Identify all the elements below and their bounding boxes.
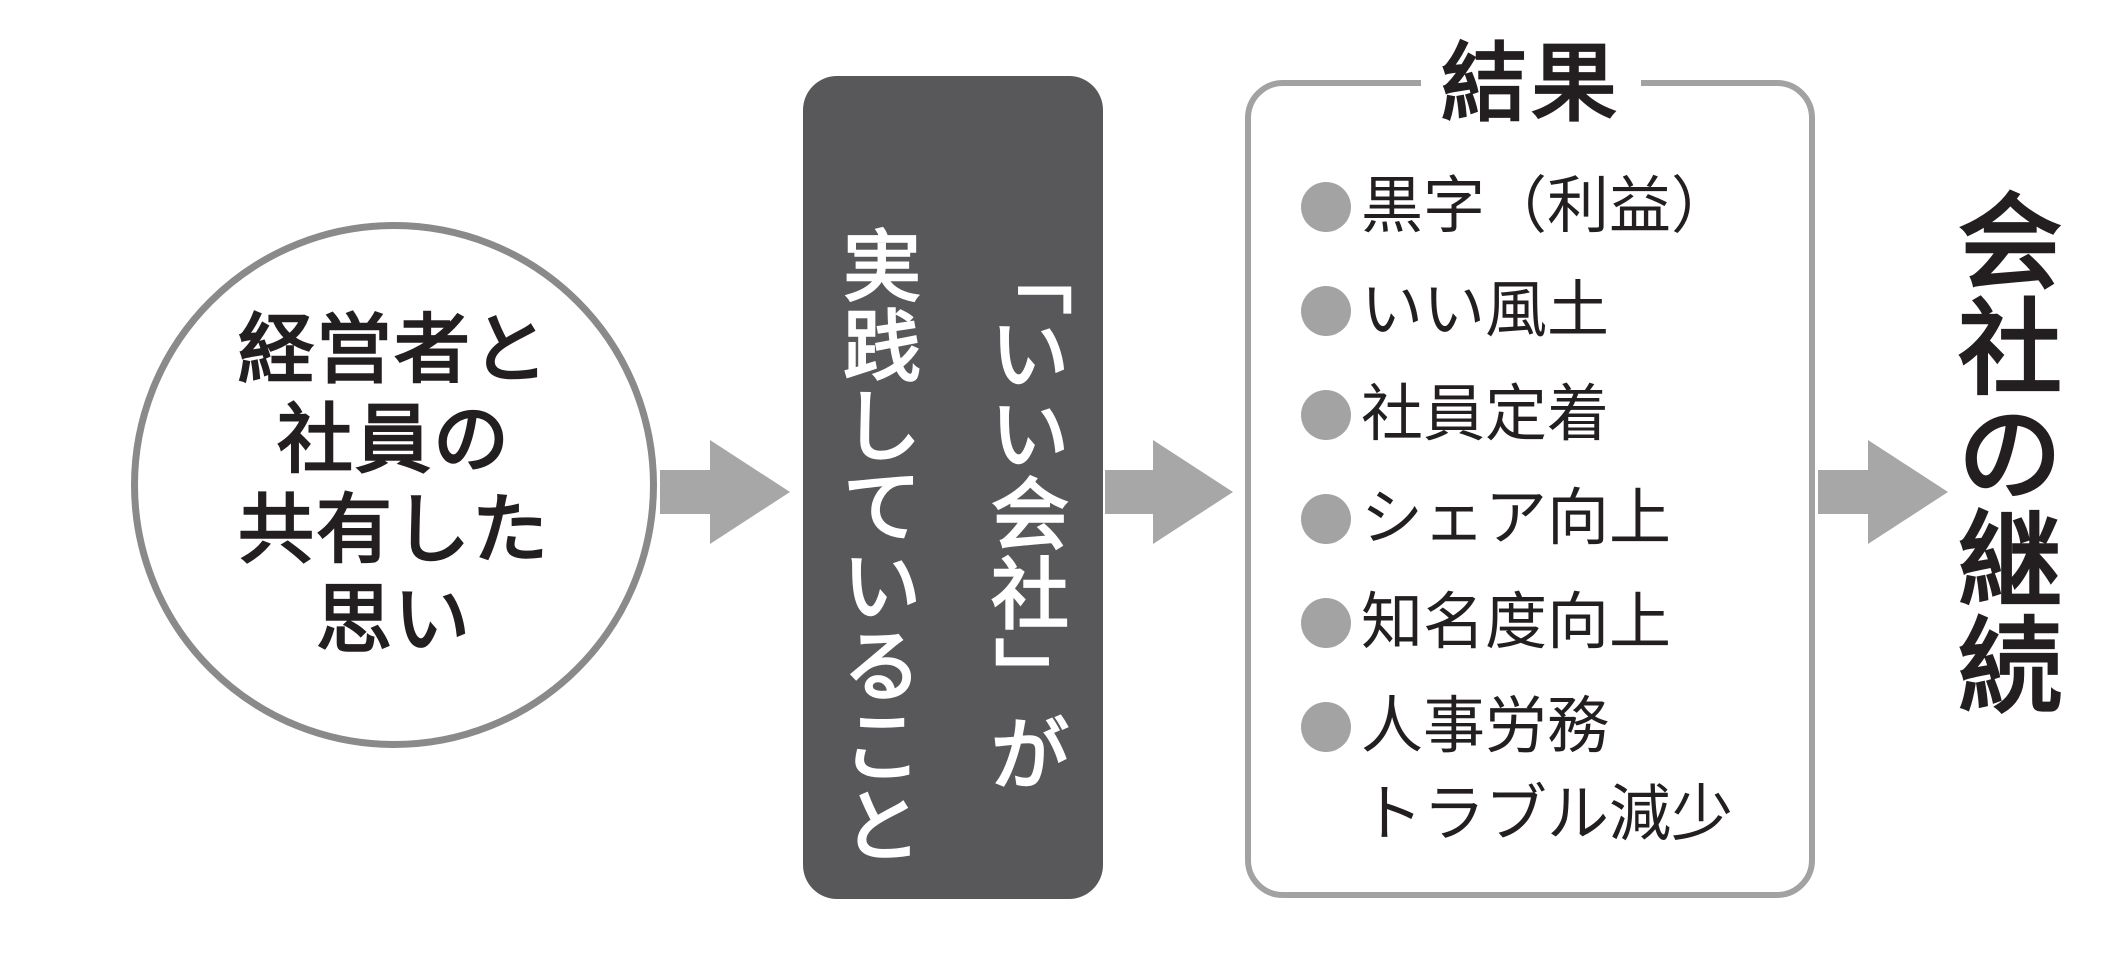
practice-char: 践	[842, 303, 921, 393]
practice-char: 社	[990, 551, 1069, 641]
practice-char: る	[842, 623, 921, 713]
practice-char: い	[842, 543, 921, 633]
company-continuation-text: 会 社 の 継 続	[1950, 190, 2070, 720]
bullet-dot-icon	[1301, 702, 1351, 752]
arrow-right-icon	[1818, 440, 1948, 544]
result-label: いい風土	[1361, 273, 1610, 346]
practice-char: い	[990, 391, 1069, 481]
final-char: の	[1957, 394, 2062, 516]
results-box: 結果 黒字（利益） いい風土 社員定着 シェア向上 知名度向上 人事労務 トラブ…	[1245, 34, 1815, 898]
results-title: 結果	[1421, 34, 1641, 134]
practice-char: し	[842, 383, 921, 473]
final-char: 続	[1957, 606, 2062, 728]
results-list: 黒字（利益） いい風土 社員定着 シェア向上 知名度向上 人事労務 トラブル減少	[1301, 154, 1733, 858]
result-label: 社員定着	[1361, 377, 1610, 450]
result-label: トラブル減少	[1361, 777, 1734, 850]
practice-char: 実	[842, 223, 921, 313]
result-label: 黒字（利益）	[1361, 169, 1734, 242]
result-item: 知名度向上	[1301, 570, 1733, 674]
final-char: 会	[1957, 182, 2062, 304]
result-label: 人事労務	[1361, 689, 1610, 762]
practice-char: こ	[842, 703, 921, 793]
final-char: 継	[1957, 500, 2062, 622]
practice-char: て	[842, 463, 921, 553]
bullet-dot-icon	[1301, 598, 1351, 648]
result-item: いい風土	[1301, 258, 1733, 362]
shared-thoughts-text: 経営者と 社員の 共有した 思い	[238, 305, 550, 665]
practice-column-doing: 実 践 し て い る こ と	[837, 228, 927, 868]
result-label: 知名度向上	[1361, 585, 1672, 658]
circle-line: 経営者と	[238, 305, 550, 394]
practice-char: が	[990, 711, 1069, 801]
result-item: 人事労務 トラブル減少	[1301, 674, 1733, 858]
final-char: 社	[1957, 288, 2062, 410]
circle-line: 思い	[316, 575, 472, 664]
practice-column-good-company: 「 い い 会 社 」 が	[985, 236, 1075, 796]
result-item: シェア向上	[1301, 466, 1733, 570]
practice-box: 「 い い 会 社 」 が 実 践 し て い る こ と	[803, 76, 1103, 899]
bullet-dot-icon	[1301, 182, 1351, 232]
shared-thoughts-circle: 経営者と 社員の 共有した 思い	[131, 222, 657, 748]
practice-char: 」	[985, 636, 1075, 715]
arrow-right-icon	[660, 440, 790, 544]
bullet-dot-icon	[1301, 286, 1351, 336]
practice-char: 「	[985, 236, 1075, 315]
result-item: 黒字（利益）	[1301, 154, 1733, 258]
bullet-dot-icon	[1301, 390, 1351, 440]
arrow-right-icon	[1105, 440, 1233, 544]
result-label: シェア向上	[1361, 481, 1672, 554]
circle-line: 共有した	[238, 485, 550, 574]
practice-char: 会	[990, 471, 1069, 561]
practice-char: と	[842, 783, 921, 873]
result-item: 社員定着	[1301, 362, 1733, 466]
circle-line: 社員の	[277, 395, 511, 484]
practice-char: い	[990, 311, 1069, 401]
bullet-dot-icon	[1301, 494, 1351, 544]
